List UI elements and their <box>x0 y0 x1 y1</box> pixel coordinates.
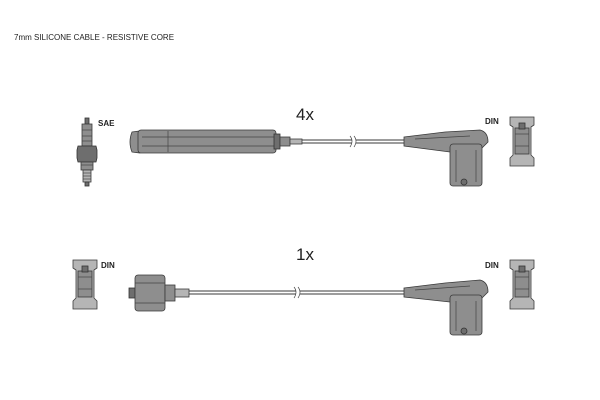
cable-spec-caption: 7mm SILICONE CABLE - RESISTIVE CORE <box>14 33 174 42</box>
right-terminal-label: DIN <box>485 117 499 126</box>
quantity-label: 1x <box>296 245 314 264</box>
assembly-4x: 4x SAE <box>76 105 535 187</box>
assembly-1x: 1x DIN <box>72 245 535 336</box>
din-terminal-icon <box>72 259 98 310</box>
straight-boot-icon <box>128 274 190 312</box>
cable-icon <box>302 135 420 148</box>
spark-plug-sae-icon <box>76 117 98 187</box>
left-terminal-label: DIN <box>101 261 115 270</box>
din-terminal-icon <box>509 116 535 167</box>
cable-icon <box>189 286 420 299</box>
angled-boot-icon <box>403 129 489 187</box>
angled-boot-icon <box>403 279 489 336</box>
right-terminal-label: DIN <box>485 261 499 270</box>
quantity-label: 4x <box>296 105 314 124</box>
left-terminal-label: SAE <box>98 119 115 128</box>
din-terminal-icon <box>509 259 535 310</box>
straight-boot-icon <box>129 129 303 154</box>
